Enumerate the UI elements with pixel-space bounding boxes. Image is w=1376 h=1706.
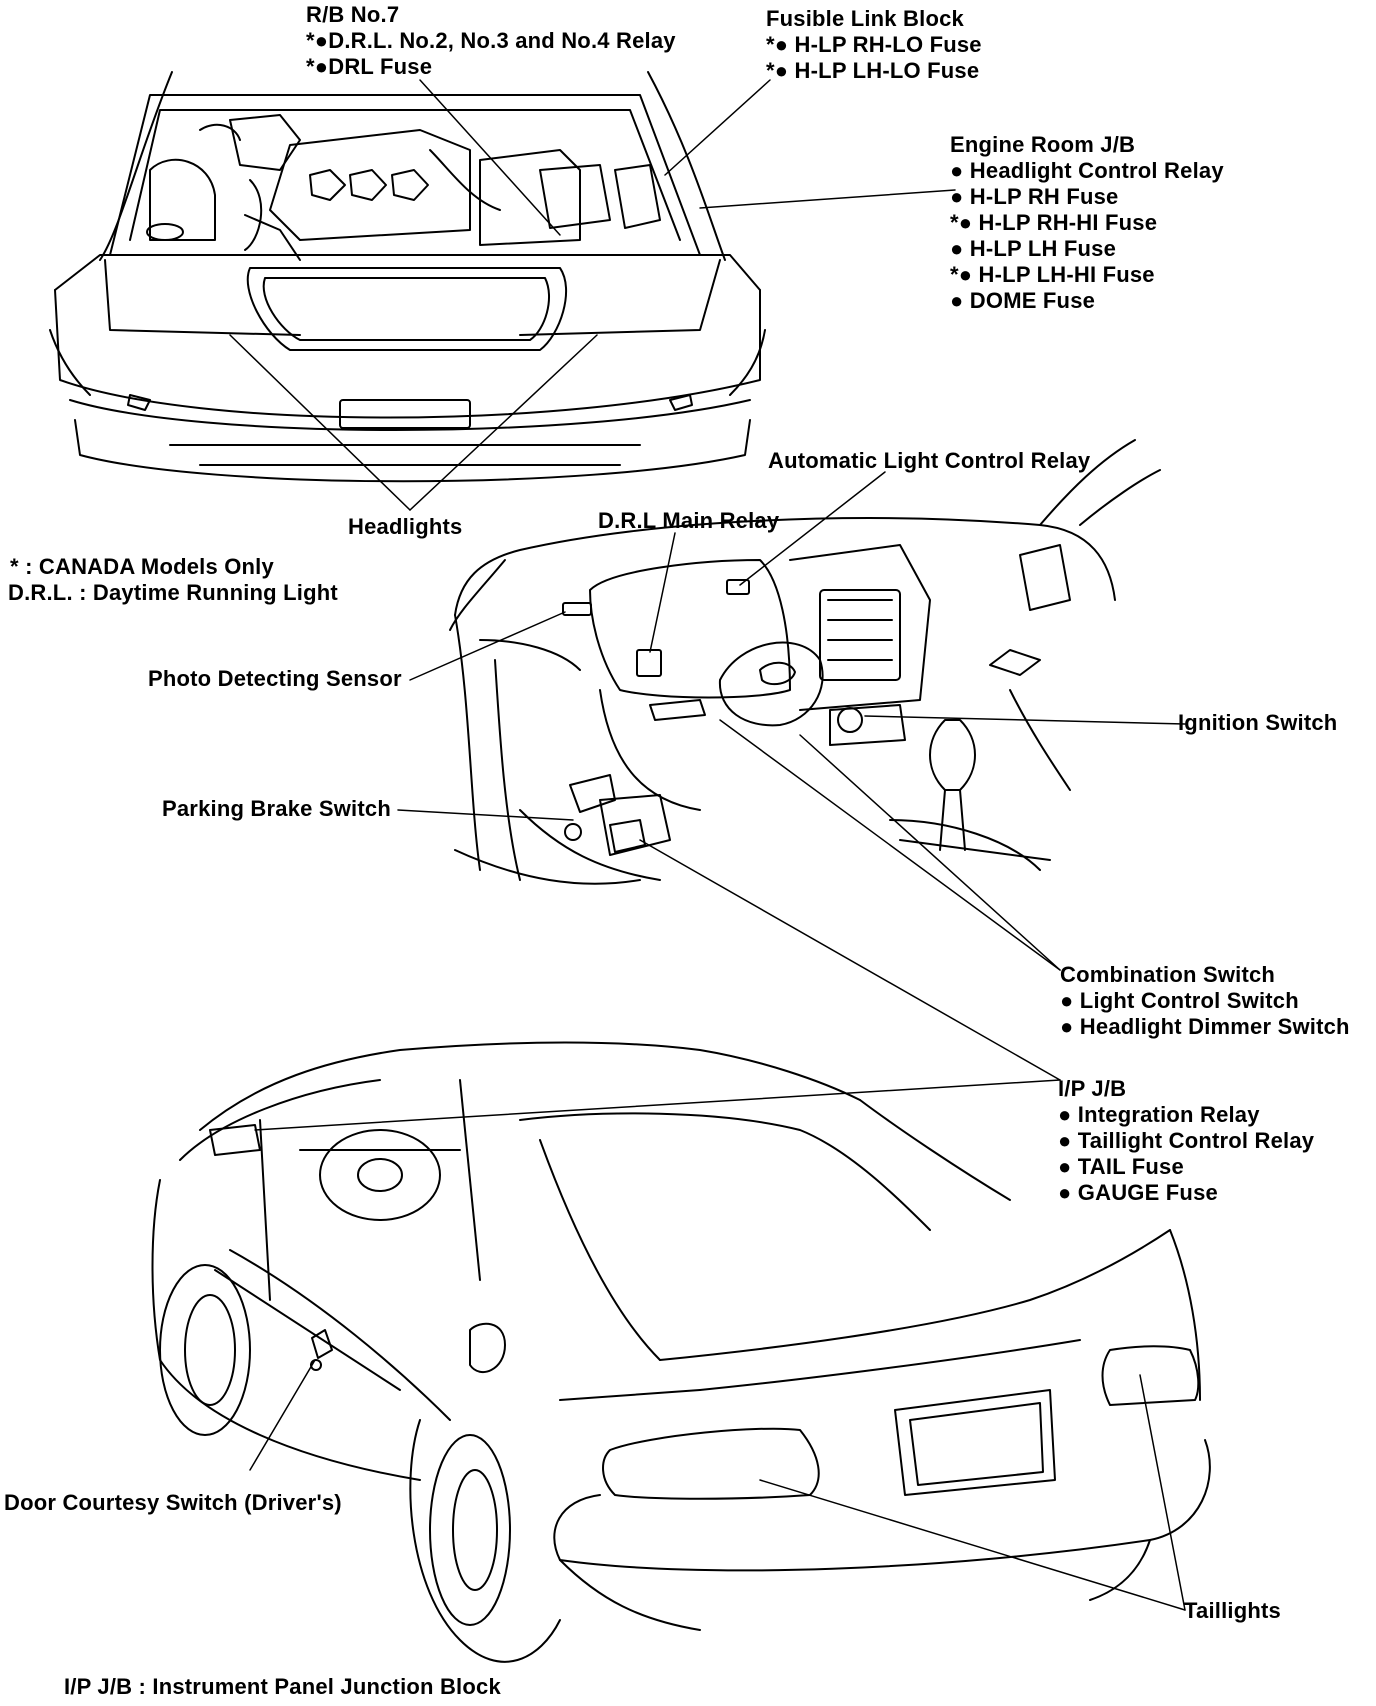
engine-room-jb-item: ● H-LP LH Fuse: [950, 236, 1117, 261]
engine-room-jb-title: Engine Room J/B: [950, 132, 1136, 157]
rb-no7-item: *●DRL Fuse: [306, 54, 433, 79]
fusible-link-block-item: *● H-LP RH-LO Fuse: [766, 32, 982, 57]
ip-jb-item: ● TAIL Fuse: [1058, 1154, 1184, 1179]
dashboard-drawing: [449, 439, 1161, 885]
label-door-courtesy-switch: Door Courtesy Switch (Driver's): [4, 1490, 342, 1515]
engine-room-jb-item: ● H-LP RH Fuse: [950, 184, 1119, 209]
rb-no7-item: *●D.R.L. No.2, No.3 and No.4 Relay: [306, 28, 676, 53]
ip-jb-item: ● Integration Relay: [1058, 1102, 1260, 1127]
label-headlights: Headlights: [348, 514, 463, 539]
engine-room-jb-item: ● Headlight Control Relay: [950, 158, 1224, 183]
combination-switch-item: ● Headlight Dimmer Switch: [1060, 1014, 1350, 1039]
front-car-drawing: [49, 71, 766, 483]
label-drl-main-relay: D.R.L Main Relay: [598, 508, 780, 533]
fusible-link-block-title: Fusible Link Block: [766, 6, 964, 31]
legend-canada: * : CANADA Models Only: [10, 554, 274, 579]
ip-jb-item: ● GAUGE Fuse: [1058, 1180, 1218, 1205]
label-ip-jb: I/P J/B ● Integration Relay ● Taillight …: [1058, 1076, 1314, 1206]
rb-no7-title: R/B No.7: [306, 2, 400, 27]
ip-jb-item: ● Taillight Control Relay: [1058, 1128, 1315, 1153]
legend-ipjb: I/P J/B : Instrument Panel Junction Bloc…: [64, 1674, 501, 1699]
label-fusible-link-block: Fusible Link Block *● H-LP RH-LO Fuse *●…: [766, 6, 982, 84]
rear-car-drawing: [151, 1041, 1211, 1663]
engine-room-jb-item: *● H-LP RH-HI Fuse: [950, 210, 1158, 235]
label-engine-room-jb: Engine Room J/B ● Headlight Control Rela…: [950, 132, 1224, 314]
fusible-link-block-item: *● H-LP LH-LO Fuse: [766, 58, 980, 83]
ip-jb-title: I/P J/B: [1058, 1076, 1127, 1101]
engine-room-jb-item: *● H-LP LH-HI Fuse: [950, 262, 1155, 287]
label-taillights: Taillights: [1184, 1598, 1281, 1623]
combination-switch-title: Combination Switch: [1060, 962, 1276, 987]
leader-lines: [229, 79, 1186, 1611]
label-automatic-light-control-relay: Automatic Light Control Relay: [768, 448, 1091, 473]
combination-switch-item: ● Light Control Switch: [1060, 988, 1299, 1013]
label-ignition-switch: Ignition Switch: [1178, 710, 1338, 735]
label-photo-detecting-sensor: Photo Detecting Sensor: [148, 666, 402, 691]
legend-drl: D.R.L. : Daytime Running Light: [8, 580, 338, 605]
label-rb-no7: R/B No.7 *●D.R.L. No.2, No.3 and No.4 Re…: [306, 2, 676, 80]
label-parking-brake-switch: Parking Brake Switch: [162, 796, 391, 821]
engine-room-jb-item: ● DOME Fuse: [950, 288, 1096, 313]
label-combination-switch: Combination Switch ● Light Control Switc…: [1060, 962, 1350, 1040]
